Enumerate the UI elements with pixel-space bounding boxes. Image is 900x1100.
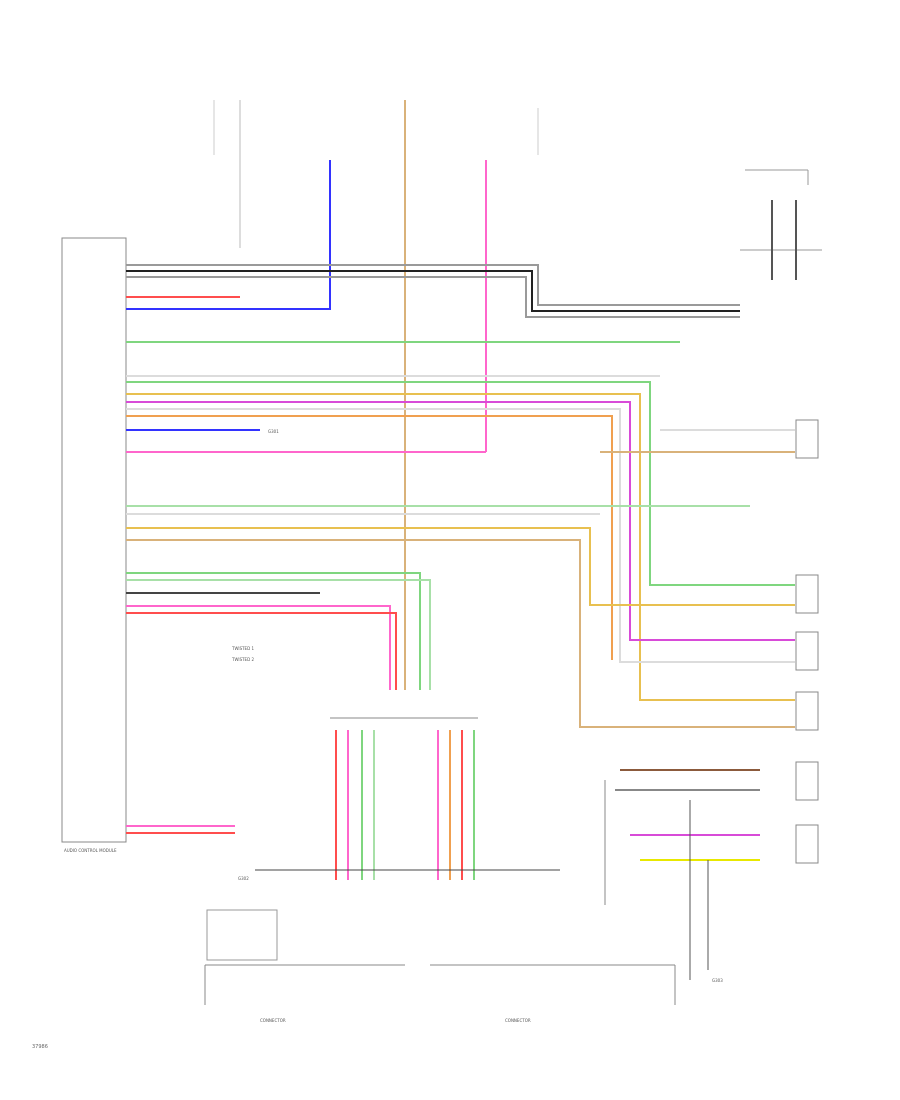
footer-code: 37986 [32,1044,48,1050]
ground-label: G303 [712,978,723,983]
module-wires [126,264,795,834]
audio-control-module: AUDIO CONTROL MODULE [61,237,127,853]
connector-left-label: CONNECTOR [260,1018,286,1023]
module-label: AUDIO CONTROL MODULE [64,848,117,853]
grounds: G301 G302 G303 [238,429,723,983]
bottom-connectors: CONNECTOR CONNECTOR [204,909,676,1023]
connector-right-label: CONNECTOR [505,1018,531,1023]
legend-item-1: TWISTED 1 [231,646,254,651]
top-right-connector [740,169,822,280]
legend: TWISTED 1 TWISTED 2 [231,646,254,662]
ground-label: G301 [268,429,279,434]
right-speakers [600,419,819,980]
legend-item-2: TWISTED 2 [231,657,254,662]
ground-label: G302 [238,876,249,881]
center-splice [255,717,560,880]
